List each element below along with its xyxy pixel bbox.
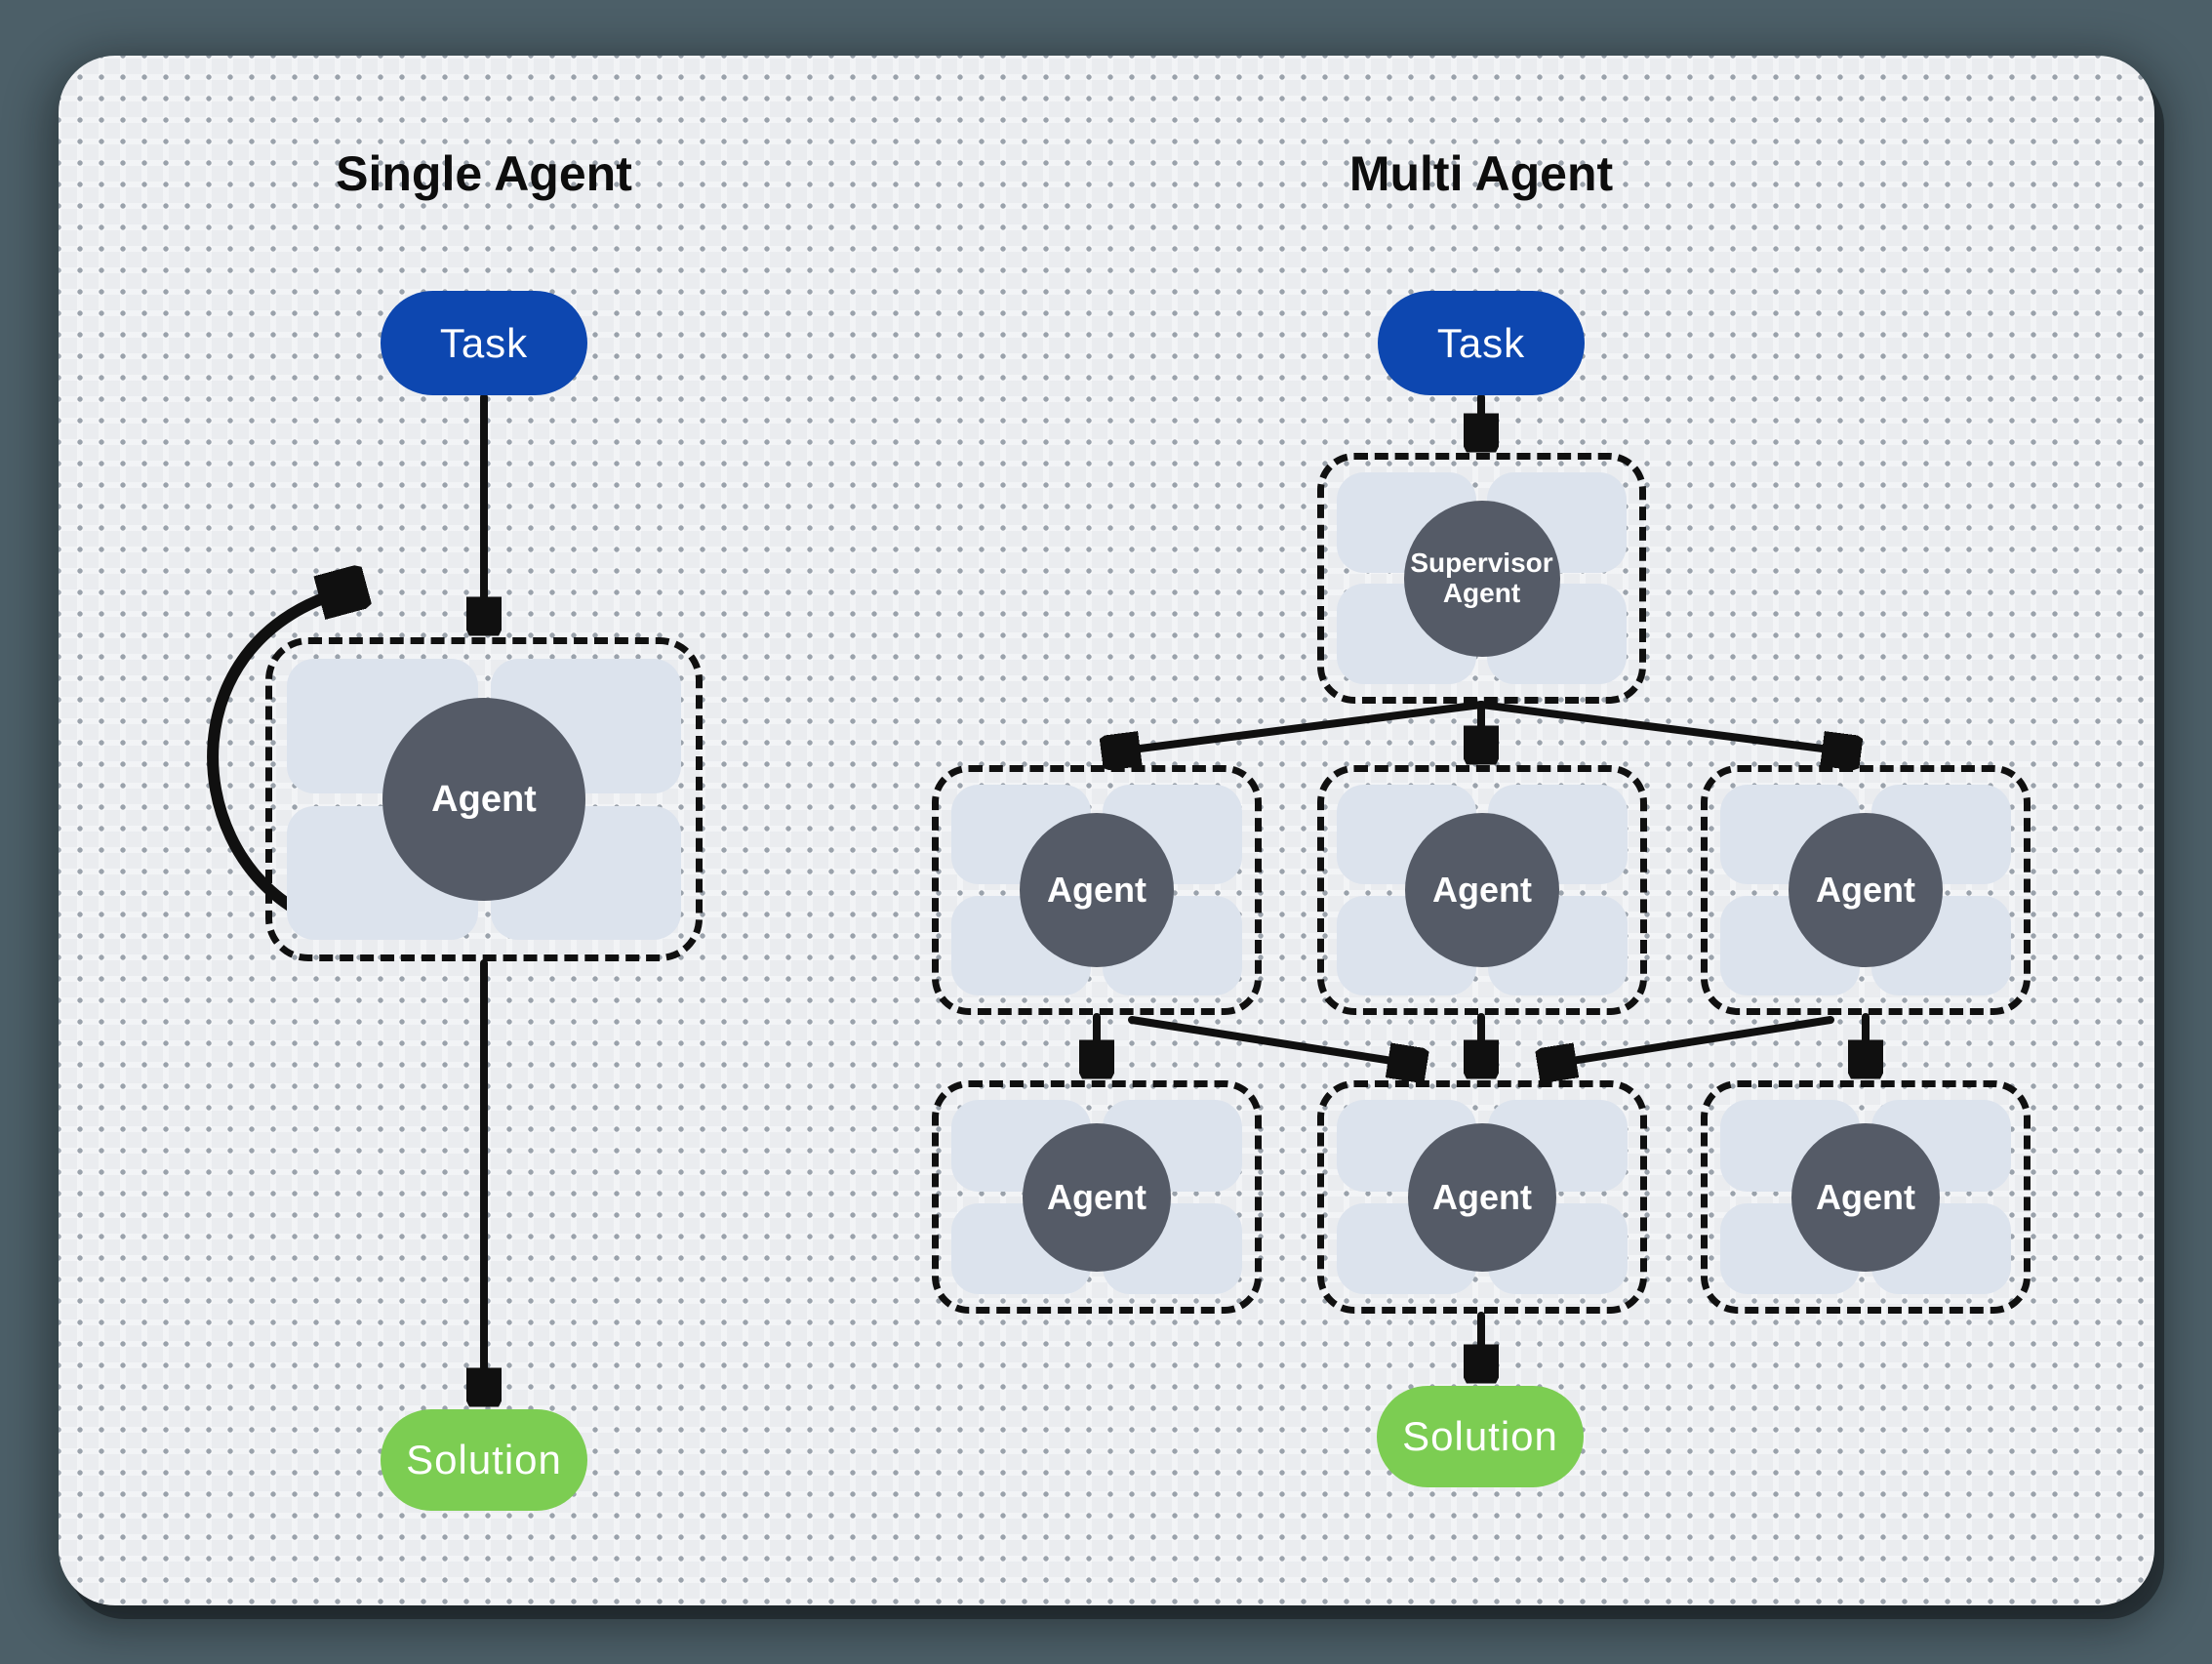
worker-agent-label-5: Agent	[1432, 1176, 1532, 1217]
multi-solution-node: Solution	[1377, 1386, 1584, 1487]
whiteboard-canvas: Single Agent Multi Agent Task Agent Solu…	[59, 56, 2154, 1605]
worker-agent-circle-4: Agent	[1023, 1122, 1171, 1272]
worker-agent-box-6: Agent	[1701, 1080, 2031, 1314]
arrow-agent1-to-agent5	[1128, 1016, 1411, 1064]
single-agent-circle: Agent	[382, 698, 585, 901]
single-task-label: Task	[439, 319, 529, 366]
arrow-supervisor-to-agent1	[1117, 701, 1485, 751]
worker-agent-label-3: Agent	[1816, 870, 1915, 910]
single-agent-box: Agent	[265, 637, 703, 961]
worker-agent-circle-3: Agent	[1789, 813, 1943, 967]
supervisor-label-line2: Agent	[1442, 577, 1521, 608]
worker-agent-box-1: Agent	[932, 765, 1262, 1015]
worker-agent-label-2: Agent	[1432, 870, 1532, 910]
supervisor-agent-box: Supervisor Agent	[1317, 453, 1646, 704]
multi-agent-title: Multi Agent	[1348, 146, 1614, 201]
worker-agent-box-3: Agent	[1701, 765, 2031, 1015]
worker-agent-box-2: Agent	[1317, 765, 1647, 1015]
worker-agent-box-4: Agent	[932, 1080, 1262, 1314]
arrow-supervisor-to-agent3	[1477, 701, 1845, 751]
single-agent-label: Agent	[431, 778, 537, 820]
worker-agent-circle-5: Agent	[1408, 1122, 1556, 1272]
supervisor-agent-circle: Supervisor Agent	[1403, 500, 1560, 657]
multi-solution-label: Solution	[1402, 1413, 1558, 1459]
arrow-agent3-to-agent5	[1553, 1016, 1834, 1064]
worker-agent-label-6: Agent	[1816, 1176, 1915, 1217]
worker-agent-box-5: Agent	[1317, 1080, 1647, 1314]
single-solution-label: Solution	[406, 1437, 562, 1482]
supervisor-label-line1: Supervisor	[1410, 547, 1553, 578]
multi-task-node: Task	[1378, 291, 1585, 395]
worker-agent-circle-1: Agent	[1020, 813, 1174, 967]
multi-task-label: Task	[1436, 319, 1526, 366]
worker-agent-label-4: Agent	[1047, 1176, 1146, 1217]
single-agent-title: Single Agent	[336, 146, 632, 201]
worker-agent-circle-2: Agent	[1405, 813, 1559, 967]
worker-agent-label-1: Agent	[1047, 870, 1146, 910]
worker-agent-circle-6: Agent	[1791, 1122, 1940, 1272]
single-solution-node: Solution	[381, 1409, 587, 1511]
single-task-node: Task	[381, 291, 587, 395]
